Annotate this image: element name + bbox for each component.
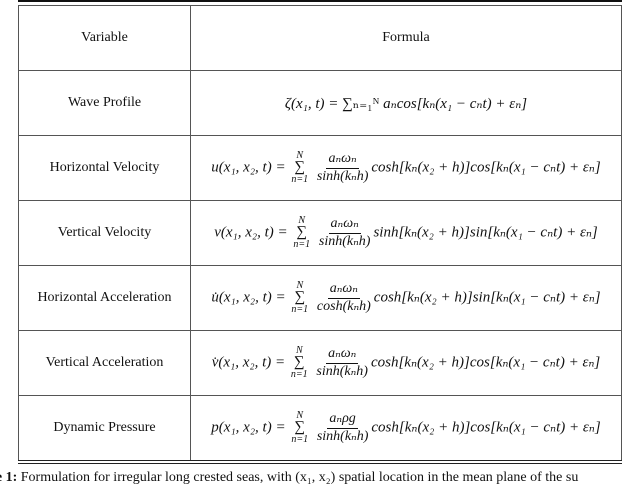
- formula-rhs: sinh[kₙ(x₂ + h)]sin[kₙ(x₁ − cₙt) + εₙ]: [373, 224, 598, 241]
- fraction: aₙωₙ sinh(kₙh): [314, 346, 370, 381]
- formula-lhs: u(x₁, x₂, t) =: [211, 159, 290, 176]
- formula-cell: v̇(x₁, x₂, t) = N ∑ n=1 aₙωₙ sinh(kₙh) c…: [190, 330, 622, 396]
- fraction: aₙωₙ sinh(kₙh): [315, 151, 371, 186]
- sum-lower-limit: n=1: [290, 368, 308, 380]
- summation: N ∑ n=1: [291, 411, 308, 445]
- denominator: sinh(kₙh): [316, 428, 369, 444]
- table-row-horizontal-acceleration: Horizontal Acceleration u̇(x₁, x₂, t) = …: [18, 265, 622, 331]
- formula-lhs: u̇(x₁, x₂, t) =: [211, 289, 290, 306]
- table-caption: le 1: Formulation for irregular long cre…: [0, 470, 640, 486]
- sum-symbol: ∑: [294, 419, 306, 436]
- fraction: aₙρg sinh(kₙh): [315, 411, 371, 446]
- caption-label: le 1:: [0, 470, 18, 485]
- variable-cell: Horizontal Velocity: [18, 135, 191, 201]
- table-row-vertical-acceleration: Vertical Acceleration v̇(x₁, x₂, t) = N …: [18, 330, 622, 396]
- numerator: aₙωₙ: [326, 346, 359, 364]
- header-formula: Formula: [190, 5, 622, 71]
- formula-lhs: ζ(x₁, t) =: [284, 95, 343, 112]
- formula-lhs: v(x₁, x₂, t) =: [214, 224, 292, 241]
- sum-lower-limit: n=1: [293, 238, 311, 250]
- fraction: aₙωₙ cosh(kₙh): [315, 281, 373, 316]
- table-row-wave-profile: Wave Profile ζ(x₁, t) = ∑ₙ₌₁ᴺ aₙcos[kₙ(x…: [18, 70, 622, 136]
- variable-cell: Dynamic Pressure: [18, 395, 191, 461]
- table-row-dynamic-pressure: Dynamic Pressure p(x₁, x₂, t) = N ∑ n=1 …: [18, 395, 622, 461]
- table-bottom-rule: [18, 460, 622, 461]
- table-top-rule: [18, 0, 622, 2]
- formula-rhs: aₙcos[kₙ(x₁ − cₙt) + εₙ]: [383, 95, 528, 112]
- sum-lower-limit: n=1: [291, 173, 309, 185]
- summation: N ∑ n=1: [291, 281, 308, 315]
- sum-lower-limit: n=1: [291, 303, 309, 315]
- numerator: aₙωₙ: [326, 151, 359, 169]
- sum-symbol: ∑: [293, 354, 305, 371]
- denominator: sinh(kₙh): [318, 233, 371, 249]
- formula-cell: v(x₁, x₂, t) = N ∑ n=1 aₙωₙ sinh(kₙh) si…: [190, 200, 622, 266]
- variable-cell: Wave Profile: [18, 70, 191, 136]
- summation: N ∑ n=1: [293, 216, 310, 250]
- formula-cell: p(x₁, x₂, t) = N ∑ n=1 aₙρg sinh(kₙh) co…: [190, 395, 622, 461]
- table-bottom-rule-double: [18, 463, 622, 464]
- sum-upper-limit: N: [296, 150, 304, 162]
- summation: N ∑ n=1: [291, 151, 308, 185]
- summation: N ∑ n=1: [291, 346, 308, 380]
- sum-symbol: ∑: [296, 224, 308, 241]
- sum-symbol: ∑: [294, 289, 306, 306]
- fraction: aₙωₙ sinh(kₙh): [317, 216, 373, 251]
- numerator: aₙρg: [327, 411, 358, 429]
- variable-cell: Vertical Velocity: [18, 200, 191, 266]
- denominator: sinh(kₙh): [316, 168, 369, 184]
- sum-upper-limit: N: [296, 410, 304, 422]
- caption-text: Formulation for irregular long crested s…: [17, 470, 579, 485]
- sum-lower-limit: n=1: [291, 433, 309, 445]
- sum-upper-limit: N: [295, 345, 303, 357]
- formula-rhs: cosh[kₙ(x₂ + h)]sin[kₙ(x₁ − cₙt) + εₙ]: [373, 289, 601, 306]
- formula-cell: ζ(x₁, t) = ∑ₙ₌₁ᴺ aₙcos[kₙ(x₁ − cₙt) + εₙ…: [190, 70, 622, 136]
- formula-rhs: cosh[kₙ(x₂ + h)]cos[kₙ(x₁ − cₙt) + εₙ]: [371, 159, 601, 176]
- formula-lhs: v̇(x₁, x₂, t) =: [211, 354, 289, 371]
- formula-cell: u̇(x₁, x₂, t) = N ∑ n=1 aₙωₙ cosh(kₙh) c…: [190, 265, 622, 331]
- header-variable: Variable: [18, 5, 191, 71]
- sum-upper-limit: N: [296, 280, 304, 292]
- sum-upper-limit: N: [298, 215, 306, 227]
- sum-symbol: ∑: [294, 159, 306, 176]
- formula-rhs: cosh[kₙ(x₂ + h)]cos[kₙ(x₁ − cₙt) + εₙ]: [370, 354, 601, 371]
- sum-symbol: ∑ₙ₌₁ᴺ: [342, 95, 380, 112]
- formula-rhs: cosh[kₙ(x₂ + h)]cos[kₙ(x₁ − cₙt) + εₙ]: [371, 419, 601, 436]
- variable-cell: Horizontal Acceleration: [18, 265, 191, 331]
- formula-cell: u(x₁, x₂, t) = N ∑ n=1 aₙωₙ sinh(kₙh) co…: [190, 135, 622, 201]
- denominator: sinh(kₙh): [316, 363, 368, 379]
- table-row-horizontal-velocity: Horizontal Velocity u(x₁, x₂, t) = N ∑ n…: [18, 135, 622, 201]
- formulation-table: Variable Formula Wave Profile ζ(x₁, t) =…: [18, 5, 622, 461]
- formula-lhs: p(x₁, x₂, t) =: [211, 419, 290, 436]
- table-row-vertical-velocity: Vertical Velocity v(x₁, x₂, t) = N ∑ n=1…: [18, 200, 622, 266]
- denominator: cosh(kₙh): [316, 298, 371, 314]
- numerator: aₙωₙ: [328, 216, 361, 234]
- variable-cell: Vertical Acceleration: [18, 330, 191, 396]
- numerator: aₙωₙ: [327, 281, 360, 299]
- table-header-row: Variable Formula: [18, 5, 622, 71]
